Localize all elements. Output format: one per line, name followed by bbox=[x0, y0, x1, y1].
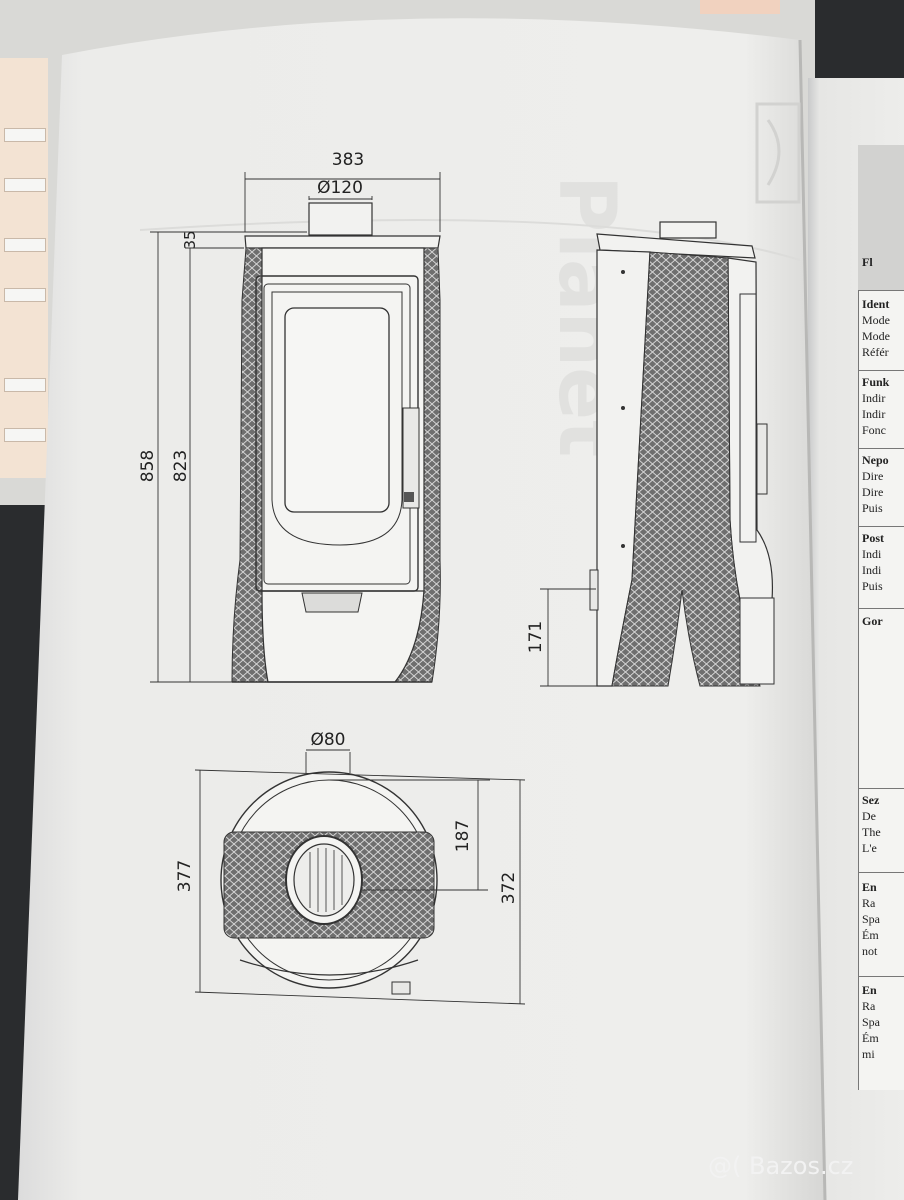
table-separator bbox=[858, 872, 904, 873]
table-row-label: Ém bbox=[862, 1031, 879, 1045]
door-handle bbox=[402, 407, 420, 509]
table-row-label: Référ bbox=[862, 345, 889, 359]
monitor-tab bbox=[700, 0, 780, 14]
table-section-heading: Sez bbox=[862, 793, 880, 807]
dim-top-offset: 35 bbox=[181, 230, 199, 249]
side-flue-collar bbox=[659, 221, 717, 239]
page-spine bbox=[798, 39, 827, 1200]
table-row-label: Indir bbox=[862, 407, 886, 421]
side-knit-panel bbox=[611, 251, 761, 687]
table-row-label: Spa bbox=[862, 1015, 880, 1029]
table-separator bbox=[858, 976, 904, 977]
top-flue-grid bbox=[309, 848, 343, 912]
side-base bbox=[739, 597, 775, 685]
front-dimensions bbox=[150, 172, 441, 683]
table-section-heading: Fl bbox=[862, 255, 873, 269]
table-row-label: Ém bbox=[862, 928, 879, 942]
dim-depth-overall: 377 bbox=[175, 860, 195, 892]
side-door-edge bbox=[739, 293, 757, 543]
table-section-heading: Ident bbox=[862, 297, 890, 311]
monitor-row bbox=[4, 288, 46, 302]
screw bbox=[621, 544, 625, 548]
spec-table-header bbox=[858, 145, 904, 290]
table-separator bbox=[858, 370, 904, 371]
table-row-label: L'e bbox=[862, 841, 877, 855]
table-row-label: Spa bbox=[862, 912, 880, 926]
table-row-label: Fonc bbox=[862, 423, 886, 437]
table-row-label: Ra bbox=[862, 896, 876, 910]
monitor-row bbox=[4, 238, 46, 252]
table-section-heading: En bbox=[862, 983, 877, 997]
table-row-label: Indi bbox=[862, 547, 882, 561]
brand-logo bbox=[755, 102, 801, 204]
dim-height-body: 823 bbox=[171, 450, 191, 482]
table-separator bbox=[858, 526, 904, 527]
table-row-label: Puis bbox=[862, 579, 883, 593]
side-top-plate bbox=[596, 233, 756, 259]
table-row-label: Indi bbox=[862, 563, 882, 577]
air-control bbox=[301, 592, 363, 613]
monitor-row bbox=[4, 428, 46, 442]
top-dimensions bbox=[194, 749, 526, 1005]
side-view bbox=[589, 221, 775, 687]
door-latch bbox=[404, 492, 414, 502]
dim-width-front: 383 bbox=[332, 150, 364, 170]
table-separator bbox=[858, 788, 904, 789]
top-view bbox=[220, 771, 438, 995]
table-row-label: De bbox=[862, 809, 876, 823]
table-section-heading: Nepo bbox=[862, 453, 889, 467]
top-flue-opening bbox=[293, 843, 355, 917]
top-handle bbox=[391, 981, 411, 995]
top-front-edge bbox=[239, 959, 419, 976]
monitor-row bbox=[4, 178, 46, 192]
screw bbox=[621, 270, 625, 274]
dim-flue-center: 187 bbox=[453, 820, 473, 852]
table-separator bbox=[858, 290, 904, 291]
front-view bbox=[231, 202, 441, 683]
dim-rear-flue-height: 171 bbox=[526, 621, 546, 653]
dim-flue-diameter-top: Ø80 bbox=[310, 730, 345, 750]
table-section-heading: Funk bbox=[862, 375, 890, 389]
table-row-label: The bbox=[862, 825, 881, 839]
monitor-sidebar bbox=[0, 58, 48, 478]
table-section-heading: Post bbox=[862, 531, 884, 545]
table-row-label: Indir bbox=[862, 391, 886, 405]
screw bbox=[621, 406, 625, 410]
table-row-label: Dire bbox=[862, 485, 884, 499]
dim-depth-body: 372 bbox=[499, 872, 519, 904]
table-section-heading: Gor bbox=[862, 614, 883, 628]
monitor-row bbox=[4, 378, 46, 392]
flue-collar bbox=[308, 202, 373, 236]
side-rear-spigot bbox=[589, 569, 599, 611]
table-row-label: Puis bbox=[862, 501, 883, 515]
table-row-label: Mode bbox=[862, 313, 890, 327]
side-door-handle bbox=[756, 423, 768, 495]
site-watermark: @( Bazos.cz bbox=[708, 1152, 854, 1180]
top-plate bbox=[244, 235, 441, 249]
table-row-label: Mode bbox=[862, 329, 890, 343]
side-dimensions bbox=[540, 588, 612, 687]
table-row-label: mi bbox=[862, 1047, 875, 1061]
table-row-label: Ra bbox=[862, 999, 876, 1013]
monitor-row bbox=[4, 128, 46, 142]
spec-table bbox=[858, 145, 904, 1090]
dim-height-overall: 858 bbox=[138, 450, 158, 482]
table-section-heading: En bbox=[862, 880, 877, 894]
table-row-label: Dire bbox=[862, 469, 884, 483]
table-separator bbox=[858, 608, 904, 609]
table-row-label: not bbox=[862, 944, 878, 958]
table-separator bbox=[858, 448, 904, 449]
door-outline bbox=[271, 291, 403, 546]
door-glass bbox=[284, 307, 390, 513]
dim-flue-diameter-front: Ø120 bbox=[317, 178, 363, 198]
